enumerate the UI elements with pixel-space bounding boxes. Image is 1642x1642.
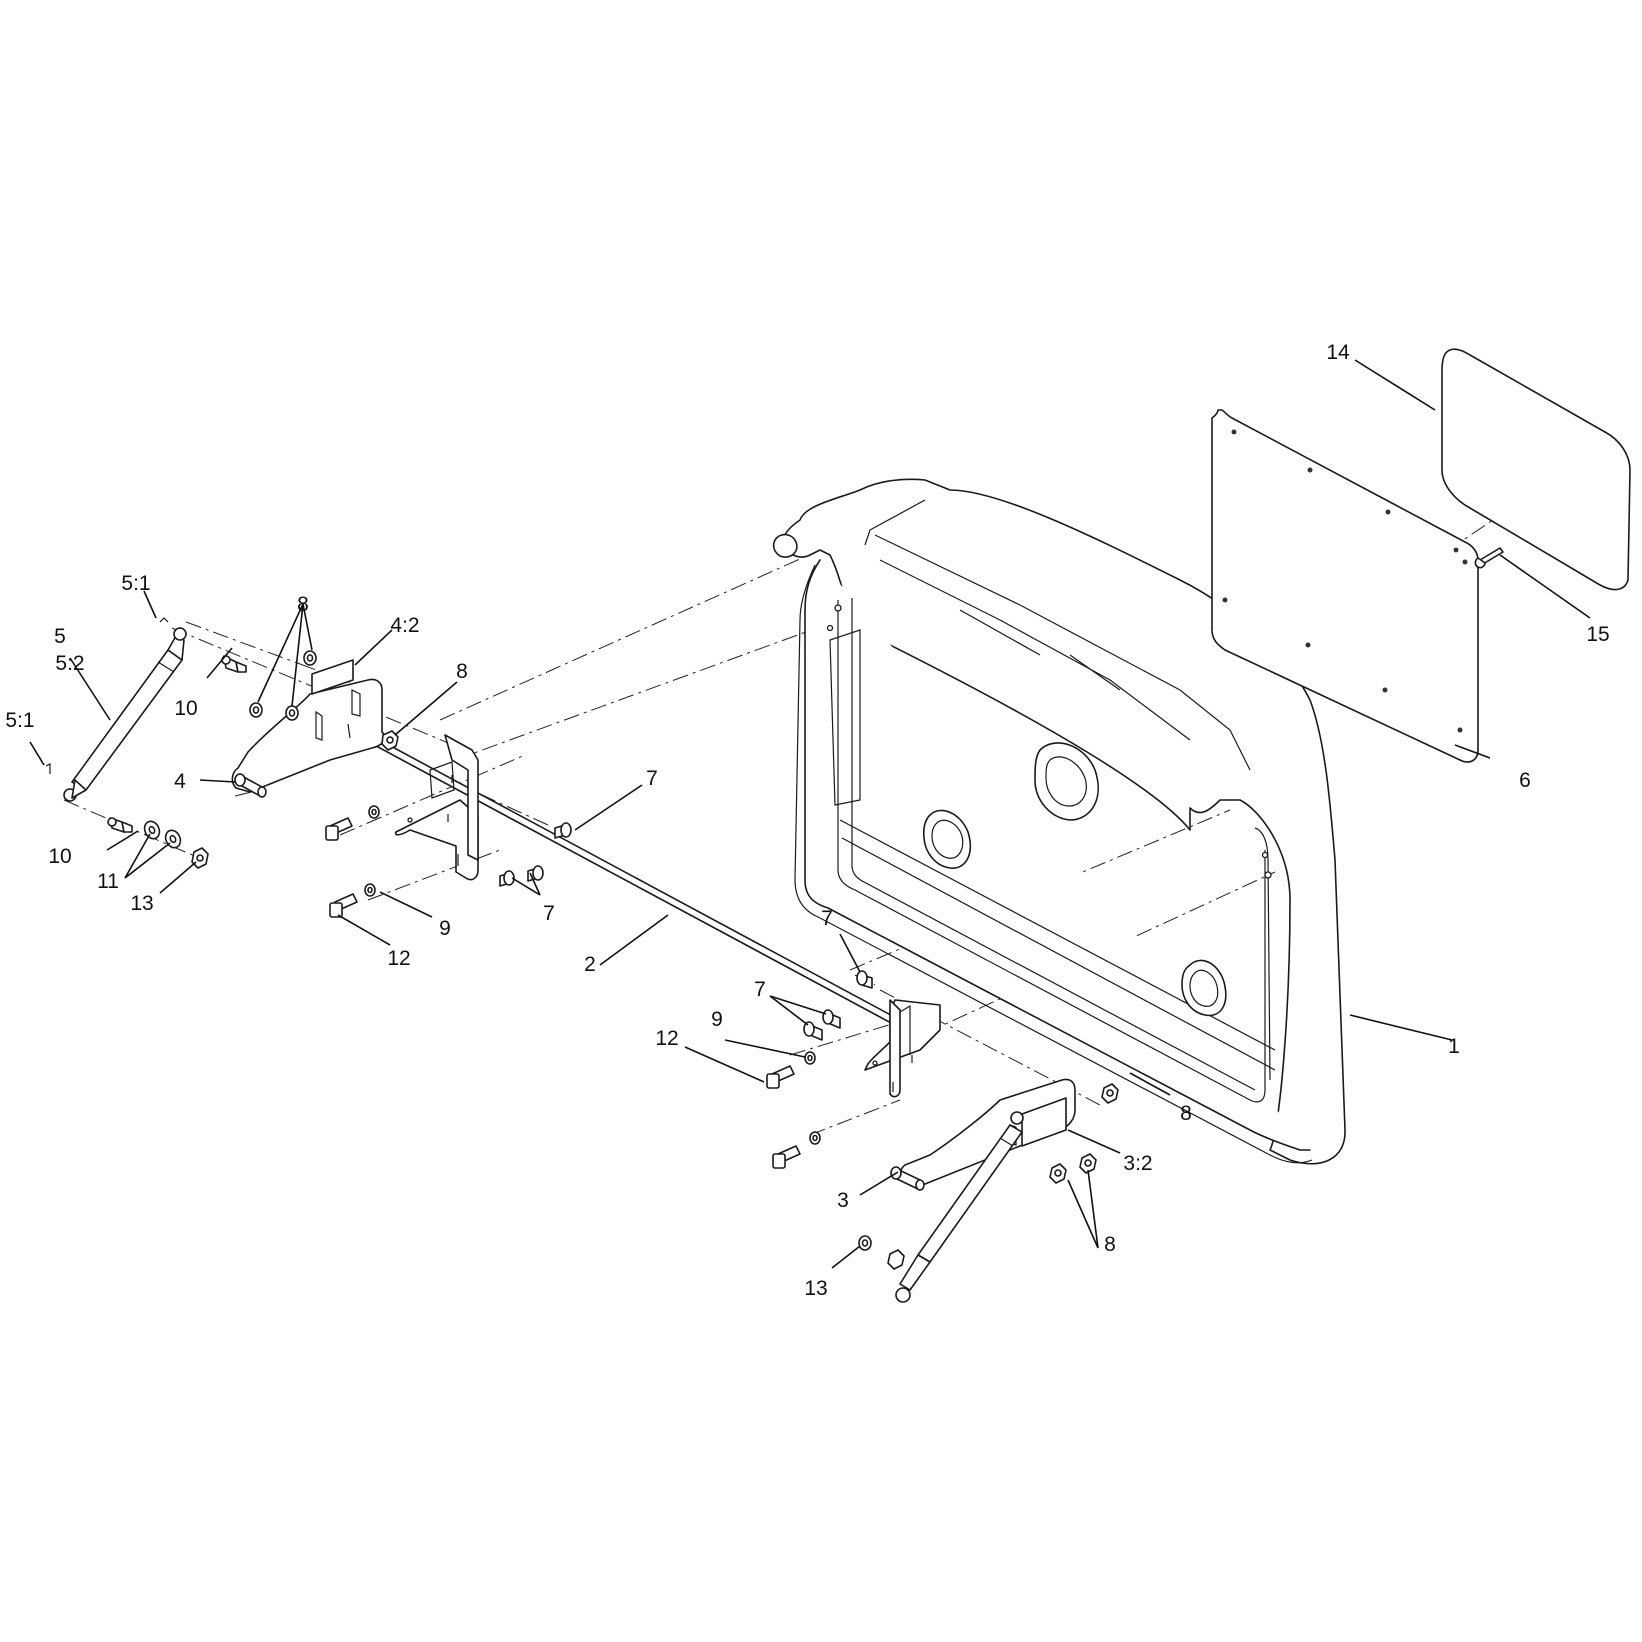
bracket-decal-right xyxy=(1021,1097,1067,1147)
callout-4-2: 4:2 xyxy=(390,614,419,637)
callout-9-a: 9 xyxy=(439,917,451,940)
left-bracket xyxy=(231,678,386,798)
callout-5-2: 5:2 xyxy=(55,652,84,675)
callout-9-b: 9 xyxy=(711,1008,723,1031)
callout-10-b: 10 xyxy=(48,845,71,868)
callout-13-a: 13 xyxy=(130,892,153,915)
callout-8-a: 8 xyxy=(297,593,309,616)
rivet xyxy=(1474,547,1504,569)
callout-8-c: 8 xyxy=(1180,1102,1192,1125)
callout-7-d: 7 xyxy=(754,978,766,1001)
callout-5-1-top: 5:1 xyxy=(121,572,150,595)
callout-6: 6 xyxy=(1519,769,1531,792)
ball-stud-lower xyxy=(107,817,133,833)
right-gas-strut xyxy=(895,1111,1024,1303)
callout-7-c: 7 xyxy=(821,907,833,930)
callout-8-d: 8 xyxy=(1104,1233,1116,1256)
callout-12-b: 12 xyxy=(655,1027,678,1050)
callout-3-2: 3:2 xyxy=(1123,1152,1152,1175)
callout-1: 1 xyxy=(1448,1035,1460,1058)
callout-2: 2 xyxy=(584,953,596,976)
callout-8-b: 8 xyxy=(456,660,468,683)
callout-10-a: 10 xyxy=(174,697,197,720)
decal xyxy=(1441,348,1631,591)
callout-14: 14 xyxy=(1326,341,1350,364)
left-hanger-plate xyxy=(394,734,479,881)
right-bracket xyxy=(890,1078,1076,1191)
main-frame xyxy=(772,478,1346,1165)
callout-13-b: 13 xyxy=(804,1277,827,1300)
callout-4: 4 xyxy=(174,770,186,793)
callout-5: 5 xyxy=(54,625,66,648)
callout-7-b: 7 xyxy=(543,902,555,925)
callout-15: 15 xyxy=(1586,623,1609,646)
left-gas-strut xyxy=(63,627,187,802)
callouts: 1 2 3 3:2 4 4:2 5 5:2 5:1 5:1 6 7 7 7 7 … xyxy=(5,341,1609,1300)
callout-3: 3 xyxy=(837,1189,849,1212)
callout-12-a: 12 xyxy=(387,947,410,970)
callout-7-a: 7 xyxy=(646,767,658,790)
right-hanger-plate xyxy=(864,999,941,1098)
strut-clips xyxy=(45,617,169,774)
bracket-decal-left xyxy=(311,659,354,695)
mounting-plate xyxy=(1211,409,1479,763)
callout-5-1-left: 5:1 xyxy=(5,709,34,732)
ball-stud-upper xyxy=(221,655,247,673)
leader-lines xyxy=(29,359,1591,1269)
callout-11: 11 xyxy=(97,870,119,893)
